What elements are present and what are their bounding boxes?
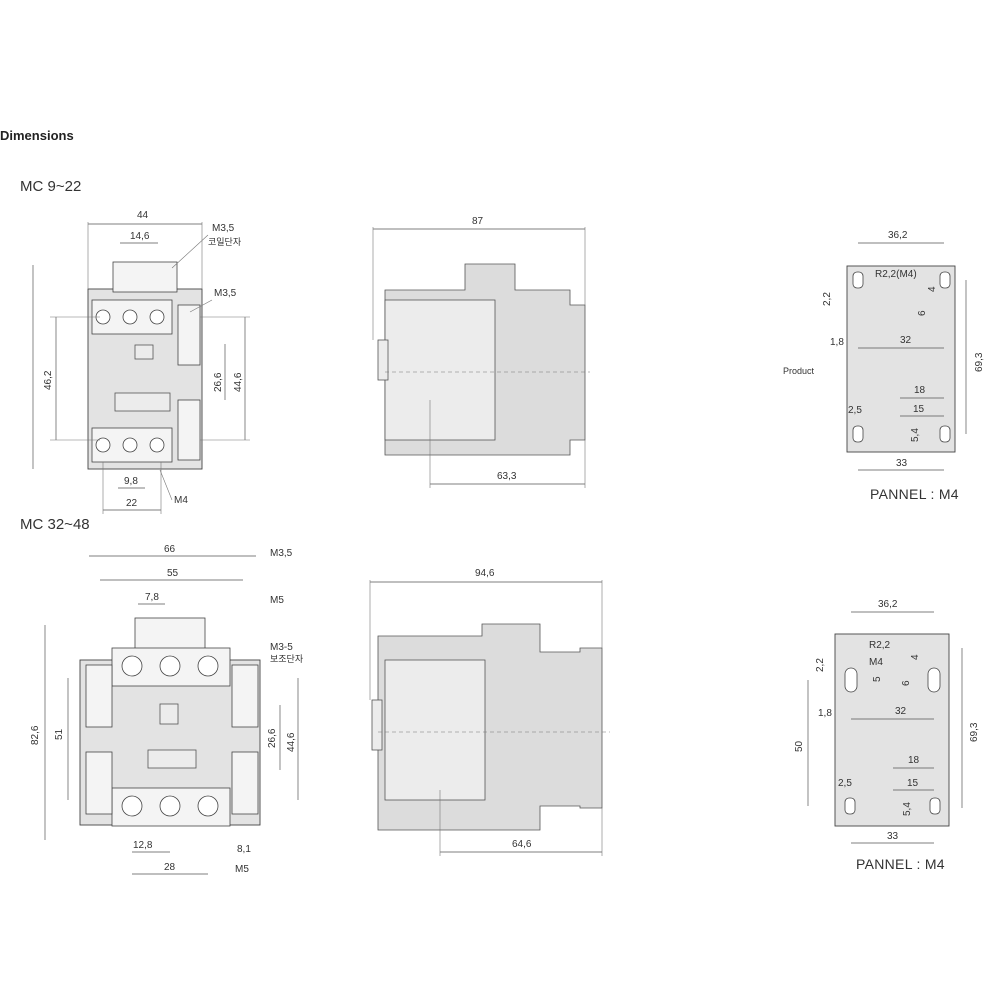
panel2-dim-5: 5 xyxy=(872,676,883,682)
panel-dim-18: 18 xyxy=(914,385,926,396)
panel2-dim-15: 15 xyxy=(907,778,919,789)
label-m5-top: M5 xyxy=(270,595,284,606)
aux-terminal-top xyxy=(177,304,201,366)
panel2-dim-18: 18 xyxy=(908,755,920,766)
dim-depth: 87 xyxy=(472,216,484,227)
dim-height: 46,2 xyxy=(43,370,54,390)
dim-9-8: 9,8 xyxy=(124,476,138,487)
panel2-dim-radius: R2,2 xyxy=(869,640,891,651)
dim-26-6-2: 26,6 xyxy=(267,728,278,748)
panel-dim-height: 69,3 xyxy=(974,352,985,372)
label-m4: M4 xyxy=(174,495,188,506)
aux-right-top xyxy=(231,664,259,728)
dim-depth2: 63,3 xyxy=(497,471,517,482)
panel-side-note: Product xyxy=(783,366,815,376)
label-m3-5: M3-5 xyxy=(270,642,293,653)
side-view-mc32-48: 94,6 64,6 xyxy=(369,568,610,856)
panel-dim-4: 4 xyxy=(927,286,938,292)
panel-dim-33: 33 xyxy=(896,458,908,469)
dim-8-1: 8,1 xyxy=(237,844,251,855)
panel2-dim-2-5: 2,5 xyxy=(838,778,852,789)
panel-plate-2 xyxy=(834,633,950,827)
panel-dim-2-2: 2,2 xyxy=(822,292,833,306)
panel2-dim-1-8: 1,8 xyxy=(818,708,832,719)
panel2-dim-width: 36,2 xyxy=(878,599,898,610)
dim-depth2-2: 64,6 xyxy=(512,839,532,850)
label-m35-coil: M3,5 xyxy=(212,223,235,234)
panel2-dim-height: 69,3 xyxy=(969,722,980,742)
label-coil-terminal: 코일단자 xyxy=(208,237,242,247)
panel-dim-radius: R2,2(M4) xyxy=(875,269,917,280)
model-label-mc32-48: MC 32~48 xyxy=(20,516,90,533)
dim-44-6: 44,6 xyxy=(233,372,244,392)
panel-view-mc9-22: 36,2 R2,2(M4) 4 6 2,2 1,8 32 Product 18 … xyxy=(783,230,985,471)
panel-caption-mc9-22: PANNEL : M4 xyxy=(870,486,959,502)
label-m35-aux: M3,5 xyxy=(214,288,237,299)
dim-height-2: 82,6 xyxy=(30,725,41,745)
dim-26-6: 26,6 xyxy=(213,372,224,392)
label-aux-terminal: 보조단자 xyxy=(270,654,304,664)
panel2-dim-6: 6 xyxy=(901,680,912,686)
front-view-mc32-48: 66 55 7,8 M3,5 M5 M3-5 보조단자 82,6 51 26,6… xyxy=(30,544,304,875)
panel2-dim-2-2: 2,2 xyxy=(815,658,826,672)
page-title: Dimensions xyxy=(0,128,74,143)
dim-width-55: 55 xyxy=(167,568,179,579)
dim-51: 51 xyxy=(54,728,65,740)
dim-pitch-2: 7,8 xyxy=(145,592,159,603)
panel-dim-2-5: 2,5 xyxy=(848,405,862,416)
dim-22: 22 xyxy=(126,498,138,509)
panel-dim-15: 15 xyxy=(913,404,925,415)
dim-width-2: 66 xyxy=(164,544,176,555)
dim-depth-2: 94,6 xyxy=(475,568,495,579)
aux-right-bottom xyxy=(231,751,259,815)
panel2-dim-33: 33 xyxy=(887,831,899,842)
dim-width: 44 xyxy=(137,210,149,221)
panel2-dim-50: 50 xyxy=(794,740,805,752)
panel-dim-1-8: 1,8 xyxy=(830,337,844,348)
panel-caption-mc32-48: PANNEL : M4 xyxy=(856,856,945,872)
panel-view-mc32-48: 36,2 R2,2 M4 4 6 2,2 5 1,8 32 18 2,5 15 … xyxy=(794,599,980,844)
aux-terminal-bottom xyxy=(177,399,201,461)
panel2-label-m4: M4 xyxy=(869,657,883,668)
model-label-mc9-22: MC 9~22 xyxy=(20,178,82,195)
side-view-mc9-22: 87 63,3 xyxy=(372,216,590,488)
panel-dim-6: 6 xyxy=(917,310,928,316)
dim-12-8: 12,8 xyxy=(133,840,153,851)
dim-28: 28 xyxy=(164,862,176,873)
coil-terminal-block xyxy=(112,261,178,293)
panel2-dim-4: 4 xyxy=(910,654,921,660)
panel-dim-width: 36,2 xyxy=(888,230,908,241)
front-view-mc9-22: 44 14,6 M3,5 코일단자 M3,5 46,2 26,6 44,6 9,… xyxy=(32,210,250,514)
aux-left-top xyxy=(85,664,113,728)
panel-dim-32: 32 xyxy=(900,335,912,346)
dim-44-6-2: 44,6 xyxy=(286,732,297,752)
panel-dim-5-4: 5,4 xyxy=(910,428,921,442)
dim-pitch: 14,6 xyxy=(130,231,150,242)
label-m5-bottom: M5 xyxy=(235,864,249,875)
label-m35-2: M3,5 xyxy=(270,548,293,559)
aux-left-bottom xyxy=(85,751,113,815)
panel2-dim-32: 32 xyxy=(895,706,907,717)
panel-plate xyxy=(846,265,956,453)
panel2-dim-5-4: 5,4 xyxy=(902,802,913,816)
